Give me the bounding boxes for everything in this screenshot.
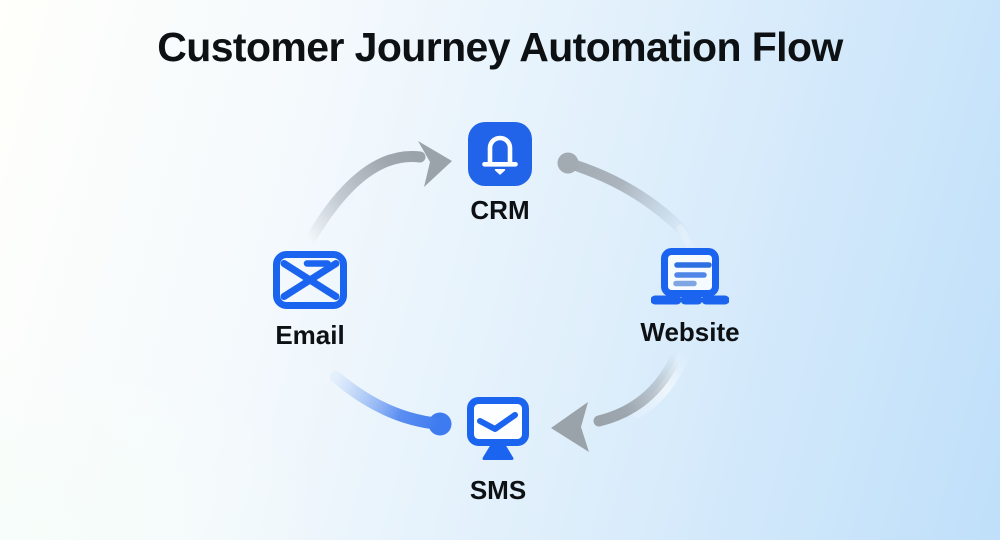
diagram-title: Customer Journey Automation Flow [157, 24, 843, 70]
arrow-website-to-sms-head [551, 402, 589, 452]
arrow-website-to-sms [551, 344, 692, 452]
envelope-icon [273, 251, 347, 309]
laptop-icon [651, 248, 729, 305]
bell-icon [468, 122, 532, 186]
arrow-email-to-crm-shaft [303, 151, 426, 248]
arrow-crm-to-website-shaft [562, 157, 694, 242]
arrow-sms-to-email-ghost-tail [307, 341, 353, 405]
node-crm: CRM [430, 122, 570, 223]
node-sms-label: SMS [469, 475, 527, 505]
monitor-check-icon [467, 397, 529, 460]
node-website: Website [620, 248, 760, 345]
node-crm-label: CRM [470, 195, 530, 225]
node-email-label: Email [275, 320, 345, 350]
node-website-label: Website [640, 317, 740, 347]
node-email: Email [240, 251, 380, 348]
arrow-email-to-crm-head [418, 141, 452, 187]
arrow-crm-to-website [557, 152, 698, 262]
arrow-sms-to-email [307, 341, 452, 436]
arrow-email-to-crm [297, 141, 452, 261]
arrow-website-to-sms-ghost-tail [632, 344, 692, 418]
arrow-website-to-sms-shaft [593, 351, 682, 427]
arrow-sms-to-email-shaft [330, 371, 446, 430]
node-sms: SMS [428, 397, 568, 503]
